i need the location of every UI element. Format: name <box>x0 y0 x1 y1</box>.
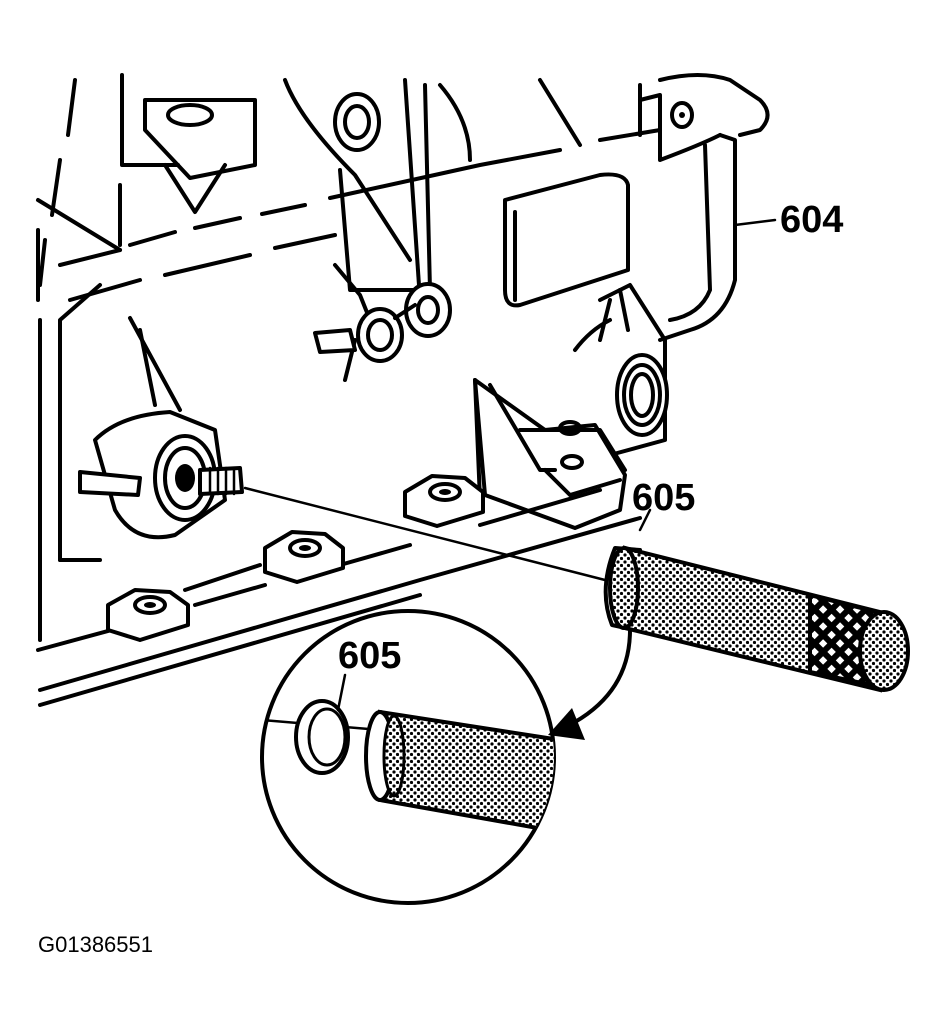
callout-605-detail: 605 <box>338 635 401 677</box>
left-fitting <box>78 316 244 540</box>
installation-centerline <box>243 486 607 582</box>
figure-id: G01386551 <box>38 932 153 957</box>
callout-604: 604 <box>780 199 843 241</box>
pan-rail <box>36 474 642 707</box>
callout-605-detail-leader <box>336 673 347 712</box>
centre-fitting <box>313 263 452 382</box>
mounting-boss-right <box>473 378 627 530</box>
callout-605-main-leader <box>638 508 652 532</box>
filter-605 <box>603 545 910 693</box>
transmission-case <box>36 73 662 642</box>
callout-605-main: 605 <box>632 477 695 519</box>
pump-bracket-604 <box>503 73 770 457</box>
callout-604-leader <box>733 218 777 227</box>
magnify-arrow <box>548 628 632 740</box>
detail-view <box>260 609 556 905</box>
